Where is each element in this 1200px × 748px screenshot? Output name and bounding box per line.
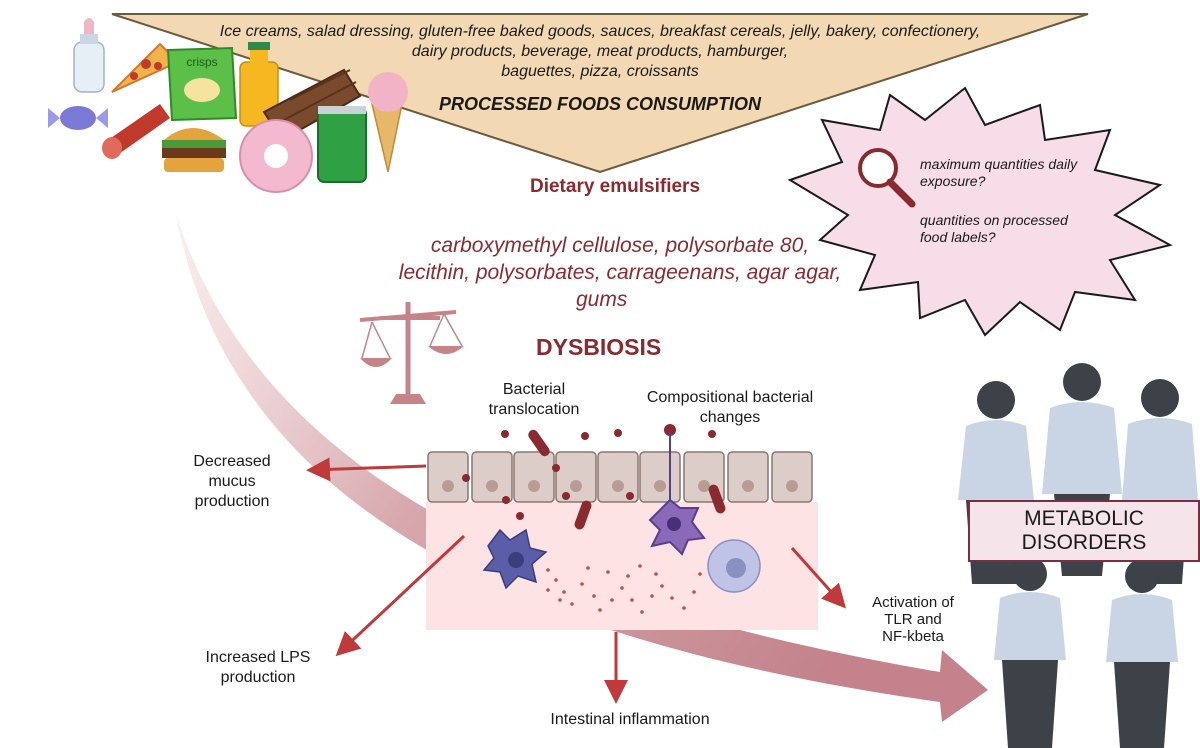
tlr-label: Activation of TLR and NF-kbeta (856, 594, 970, 645)
juice-bottle-icon (239, 42, 279, 127)
translocation-label: Bacterial translocation (474, 380, 594, 420)
mucus-line-2: mucus (208, 473, 256, 490)
compositional-line-1: Compositional bacterial (646, 389, 814, 406)
donut-icon (239, 119, 313, 193)
tlr-line-1: Activation of (872, 594, 954, 611)
translocation-line-2: translocation (488, 401, 580, 418)
epithelial-cells (427, 451, 813, 503)
metabolic-disorders-box: METABOLIC DISORDERS (968, 500, 1200, 562)
epithelial-nuclei (442, 480, 798, 492)
compositional-line-2: changes (699, 409, 761, 426)
metabolic-line-2: DISORDERS (1021, 531, 1147, 554)
immune-cells (482, 432, 761, 593)
pizza-slice-icon (111, 42, 180, 93)
candy-icon (48, 106, 108, 130)
salami-icon (102, 104, 170, 159)
lps-particles (546, 564, 702, 614)
tlr-line-3: NF-kbeta (882, 628, 944, 645)
person-icon (1106, 559, 1178, 748)
tlr-line-2: TLR and (884, 611, 942, 628)
foods-list-line-2: dairy products, beverage, meat products,… (411, 43, 789, 60)
processed-foods-title: PROCESSED FOODS CONSUMPTION (438, 94, 762, 114)
foods-list-line-3: baguettes, pizza, croissants (501, 63, 699, 80)
arrow-to-mucus (306, 457, 427, 482)
burger-icon (162, 128, 226, 172)
question-1-line-2: exposure? (920, 173, 986, 189)
mucus-label: Decreased mucus production (170, 452, 294, 512)
mucus-line-1: Decreased (193, 453, 271, 470)
balance-scale-icon (359, 302, 464, 404)
crisps-bag-icon: crisps (166, 46, 238, 122)
emulsifiers-line-3: gums (576, 288, 628, 311)
lps-line-1: Increased LPS (205, 649, 311, 666)
soda-can-icon (317, 106, 367, 183)
food-icons: crisps (48, 18, 408, 193)
lps-label: Increased LPS production (188, 648, 328, 688)
emulsifiers-heading: Dietary emulsifiers (529, 176, 701, 197)
person-icon (994, 557, 1066, 748)
question-2-line-2: food labels? (920, 229, 996, 245)
baby-bottle-icon (73, 18, 105, 93)
emulsifiers-line-2: lecithin, polysorbates, carrageenans, ag… (398, 261, 842, 284)
inflammation-label: Intestinal inflammation (550, 711, 710, 728)
lps-line-2: production (220, 669, 296, 686)
compositional-changes-label: Compositional bacterial changes (622, 388, 838, 428)
magnifier-icon (858, 148, 916, 208)
dysbiosis-label: DYSBIOSIS (536, 334, 662, 360)
question-1-line-1: maximum quantities daily (920, 156, 1078, 172)
arrow-to-lps (335, 534, 466, 657)
metabolic-line-1: METABOLIC (1024, 507, 1144, 530)
effect-arrows (306, 457, 846, 704)
svg-text:crisps: crisps (186, 55, 217, 69)
question-daily-exposure: maximum quantities daily exposure? (920, 156, 1077, 190)
foods-list-line-1: Ice creams, salad dressing, gluten-free … (219, 23, 981, 40)
arrow-to-tlr (790, 547, 846, 609)
mucus-line-3: production (194, 493, 270, 510)
emulsifiers-line-1: carboxymethyl cellulose, polysorbate 80, (430, 234, 810, 257)
translocation-line-1: Bacterial (502, 381, 566, 398)
question-food-labels: quantities on processed food labels? (920, 212, 1068, 246)
ice-cream-icon (368, 72, 408, 173)
question-2-line-1: quantities on processed (920, 212, 1068, 228)
